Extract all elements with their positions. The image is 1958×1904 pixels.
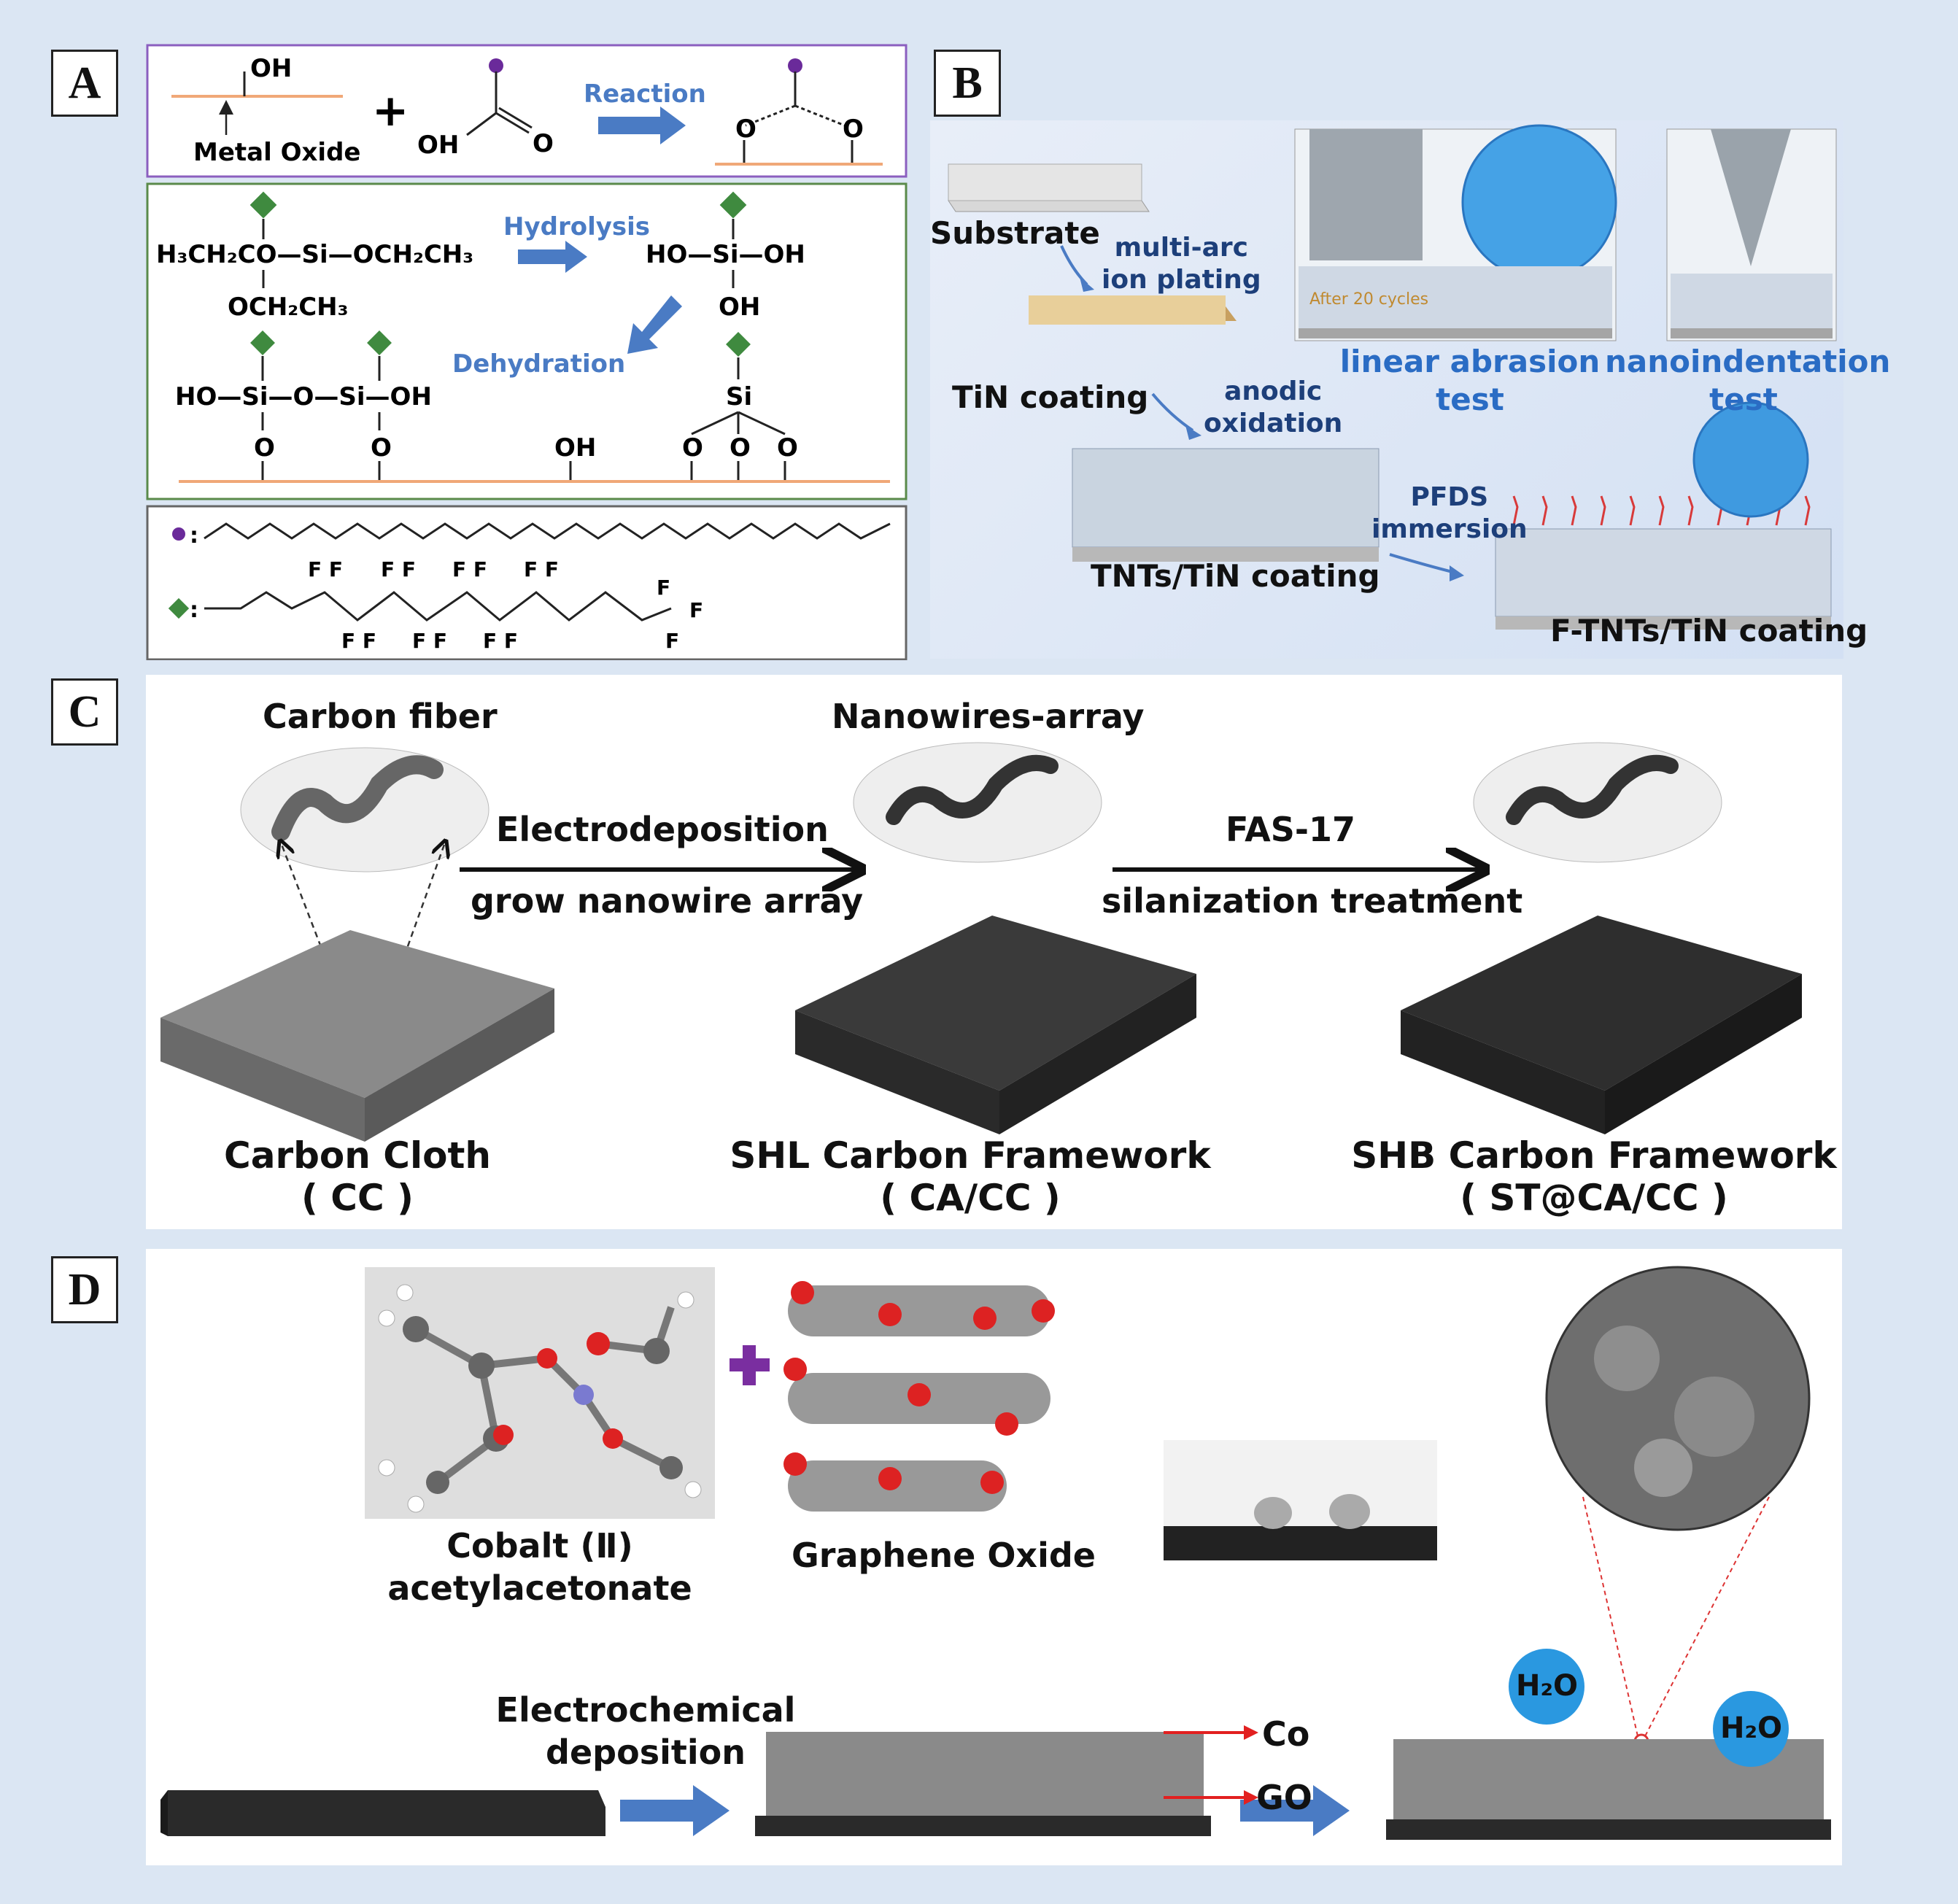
graphene-label: Graphene Oxide <box>792 1536 1096 1575</box>
ff-1: F F <box>308 557 343 581</box>
ftnts-block <box>1495 528 1832 617</box>
svg-text::: : <box>190 523 198 549</box>
multi-arc-label: multi-arc ion plating <box>1102 233 1261 295</box>
dehydration-arrow <box>627 295 682 354</box>
electrochem-label: Electrochemical deposition <box>495 1690 796 1772</box>
silanization-label: silanization treatment <box>1102 881 1523 921</box>
panel-c-diagram <box>160 742 1802 1142</box>
ff-2: F F <box>381 557 416 581</box>
pfds-label: PFDS immersion <box>1371 482 1528 544</box>
graphene-oxide-image <box>783 1281 1055 1512</box>
go-label: GO <box>1256 1778 1312 1817</box>
tripod-o2: O <box>730 433 751 463</box>
tin-coating-label: TiN coating <box>952 379 1149 415</box>
electrodeposition-label: Electrodeposition <box>496 810 829 849</box>
arrow-2 <box>1240 1785 1350 1836</box>
cobalt-molecule-image <box>365 1267 715 1519</box>
arrow-1 <box>620 1785 730 1836</box>
panel-a-label: A <box>51 50 118 117</box>
f-1: F <box>657 576 670 600</box>
ff-6: F F <box>412 629 447 653</box>
nanoindentation-label: nanoindentation test <box>1605 344 1891 417</box>
product-o1: O <box>735 115 756 144</box>
metal-oxide-label: Metal Oxide <box>193 138 360 167</box>
panel-b-diagram: After 20 cycles <box>948 124 1837 630</box>
acid-o: O <box>533 129 554 158</box>
shl-abbr: ( CA/CC ) <box>880 1177 1061 1219</box>
purple-dot <box>489 58 503 73</box>
tripod-o3: O <box>777 433 798 463</box>
after-cycles: After 20 cycles <box>1309 290 1428 309</box>
surface-oh: OH <box>554 433 596 463</box>
co-label: Co <box>1262 1714 1310 1754</box>
water-sphere-2 <box>1713 1691 1789 1767</box>
silane-bottom: OCH₂CH₃ <box>228 293 349 322</box>
silane-box <box>146 182 908 500</box>
reaction-arrow <box>598 107 686 144</box>
panel-d-label: D <box>51 1256 118 1323</box>
tripod-si: Si <box>726 382 752 411</box>
nanowires-label: Nanowires-array <box>832 697 1145 736</box>
substrate-label: Substrate <box>930 215 1100 251</box>
coated-substrate-1 <box>766 1732 1204 1816</box>
bare-substrate <box>168 1790 605 1836</box>
legend-box <box>146 505 908 660</box>
reaction-label: Reaction <box>584 80 706 109</box>
ff-5: F F <box>341 629 376 653</box>
cond-o2: O <box>371 433 392 463</box>
water-droplet-ftnts <box>1692 401 1809 518</box>
panel-a-diagram: OH Metal Oxide + OH O Reaction O O H₃CH₂… <box>146 44 908 660</box>
alkyl-chain <box>204 522 891 540</box>
carbon-cloth-label: Carbon Cloth <box>224 1134 491 1177</box>
silanol-text: HO—Si—OH <box>646 240 805 269</box>
ff-3: F F <box>452 557 487 581</box>
silane-text: H₃CH₂CO—Si—OCH₂CH₃ <box>156 240 473 269</box>
h2o-label-1: H₂O <box>1516 1669 1578 1703</box>
acid-oh: OH <box>417 131 459 160</box>
purple-dot-product <box>788 58 802 73</box>
dehydration-label: Dehydration <box>452 349 625 379</box>
shl-label: SHL Carbon Framework <box>730 1134 1211 1177</box>
panel-d-diagram <box>160 1266 1831 1840</box>
cond-o1: O <box>254 433 275 463</box>
hydrolysis-arrow <box>518 241 587 273</box>
product-o2: O <box>843 115 864 144</box>
panel-c-label: C <box>51 678 118 746</box>
hydrolysis-label: Hydrolysis <box>503 212 650 241</box>
carbon-fiber-label: Carbon fiber <box>263 697 498 736</box>
fas-label: FAS-17 <box>1226 810 1355 849</box>
condensed-text: HO—Si—O—Si—OH <box>175 382 432 411</box>
silanol-oh: OH <box>719 293 760 322</box>
tnts-label: TNTs/TiN coating <box>1091 558 1380 594</box>
carbon-cloth-image <box>160 930 554 1142</box>
water-sphere-1 <box>1509 1649 1584 1725</box>
svg-text::: : <box>190 597 198 623</box>
ff-4: F F <box>524 557 559 581</box>
tripod-o1: O <box>682 433 703 463</box>
water-droplet-abrasion <box>1461 124 1617 280</box>
panel-b-label: B <box>934 50 1001 117</box>
h2o-label-2: H₂O <box>1720 1711 1782 1745</box>
f-3: F <box>665 629 679 653</box>
tnts-block <box>1072 448 1380 548</box>
linear-abrasion-label: linear abrasion test <box>1339 344 1601 417</box>
fluoro-chain <box>204 591 672 622</box>
shb-label: SHB Carbon Framework <box>1351 1134 1837 1177</box>
cobalt-label: Cobalt (Ⅱ) acetylacetonate <box>387 1526 692 1608</box>
carbon-cloth-abbr: ( CC ) <box>301 1177 414 1219</box>
ftnts-label: F-TNTs/TiN coating <box>1550 613 1868 649</box>
shb-framework-image <box>1401 916 1802 1134</box>
grow-label: grow nanowire array <box>471 881 864 921</box>
anodic-label: anodic oxidation <box>1204 376 1343 438</box>
plus-sign: + <box>372 85 409 136</box>
oh-label: OH <box>250 54 292 83</box>
ff-7: F F <box>483 629 518 653</box>
f-2: F <box>689 598 703 622</box>
shl-framework-image <box>795 916 1196 1134</box>
shb-abbr: ( ST@CA/CC ) <box>1460 1177 1728 1219</box>
